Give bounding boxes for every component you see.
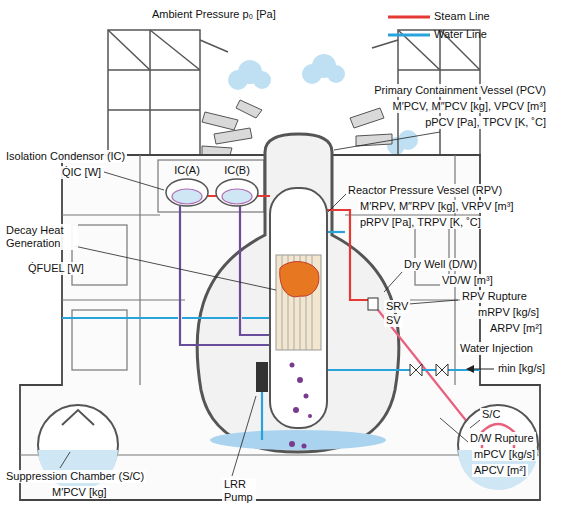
tank-outline [214, 177, 260, 208]
callout-label: ṁin [kg/s] [496, 362, 547, 375]
callout-label: Q̇FUEL [W] [26, 262, 86, 275]
legend-line-sample [388, 13, 430, 21]
callout-label: Reactor Pressure Vessel (RPV) [346, 184, 504, 197]
callout-label: Isolation Condensor (IC) [4, 150, 127, 163]
callout-label: Primary Containment Vessel (PCV) [372, 84, 548, 97]
callout-label: ARPV [m²] [488, 322, 544, 335]
melt-drips [289, 363, 312, 449]
callout-label: SV [384, 314, 403, 327]
callout-label: mRPV [kg/s] [476, 306, 541, 319]
callout-label: RPV Rupture [460, 290, 529, 303]
callout-label: pRPV [Pa], TRPV [K, ˚C] [358, 216, 483, 229]
callout-label: M′PCV, M″PCV [kg], VPCV [m³] [391, 100, 548, 113]
callout-label: S/C [480, 408, 502, 421]
containment-vessel [197, 134, 399, 452]
callout-label: Ambient Pressure p₀ [Pa] [150, 8, 278, 21]
callout-label: Dry Well (D/W) [402, 258, 479, 271]
pump-symbol [256, 362, 268, 392]
condenser-tank: IC(A) [164, 164, 210, 208]
callout-label: Water Injection [458, 342, 535, 355]
callout-label: Suppression Chamber (S/C) [4, 470, 146, 483]
pressure-vessel [270, 188, 327, 428]
callout-label: M′RPV, M″RPV [kg], VRPV [m³] [358, 200, 515, 213]
reactor-building [20, 155, 540, 500]
callout-label: LRR Pump [222, 478, 256, 504]
callout-label: VD/W [m³] [440, 274, 495, 287]
legend-row: Water Line [388, 28, 487, 41]
injection-arrow [466, 365, 494, 373]
callout-label: Q̇IC [W] [60, 166, 103, 179]
tank-outline [164, 177, 210, 208]
callout-label: D/W Rupture [468, 432, 536, 445]
tank-label: IC(B) [214, 164, 260, 177]
callout-label: mPCV [kg/s] [472, 448, 537, 461]
callout-label: SRV [384, 300, 410, 313]
callout-label: M′PCV [kg] [50, 486, 109, 499]
legend-row: Steam Line [388, 10, 490, 23]
callout-label: pPCV [Pa], TPCV [K, ˚C] [423, 116, 548, 129]
tank-label: IC(A) [164, 164, 210, 177]
legend-text: Steam Line [434, 10, 490, 22]
fuel-core [276, 255, 321, 350]
legend-line-sample [388, 31, 430, 39]
condenser-tank: IC(B) [214, 164, 260, 208]
callout-label: Decay Heat Generation [4, 224, 78, 250]
water-pool [210, 430, 386, 450]
valve-symbol [368, 298, 448, 376]
callout-label: APCV [m²] [472, 464, 528, 477]
legend-text: Water Line [434, 28, 487, 40]
